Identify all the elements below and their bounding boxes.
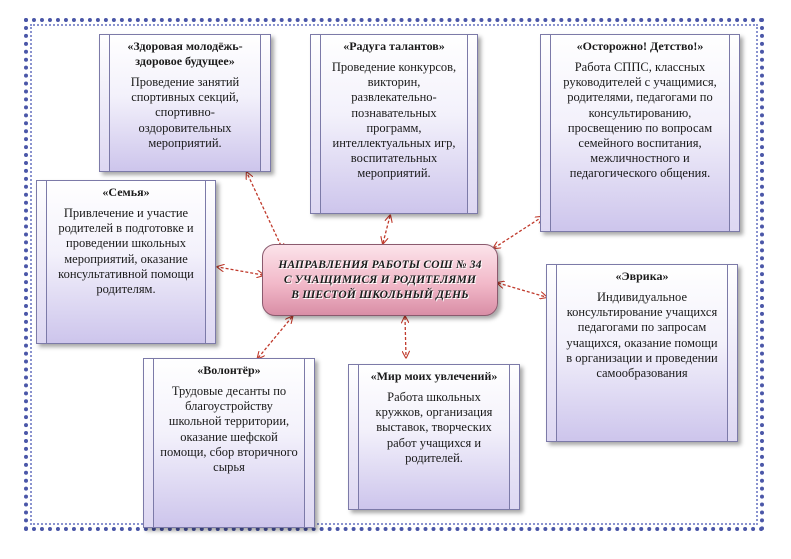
dotted-frame — [24, 18, 764, 531]
box-zdorovaya: «Здоровая молодёжь-здоровое будущее» Про… — [99, 34, 271, 172]
box-ostorozhno: «Осторожно! Детство!» Работа СППС, класс… — [540, 34, 740, 232]
box-mir: «Мир моих увлечений» Работа школьных кру… — [348, 364, 520, 510]
box-evrika: «Эврика» Индивидуальное консультирование… — [546, 264, 738, 442]
box-ostorozhno-title: «Осторожно! Детство!» — [576, 39, 704, 53]
box-raduga-title: «Радуга талантов» — [343, 39, 445, 53]
central-topic-line-3: в шестой школьный день — [291, 288, 469, 301]
box-semya-text: Привлечение и участие родителей в подгот… — [58, 206, 194, 297]
box-mir-text: Работа школьных кружков, организация выс… — [375, 390, 493, 465]
box-raduga: «Радуга талантов» Проведение конкурсов, … — [310, 34, 478, 214]
arrow-mir — [405, 317, 406, 357]
box-volonter-text: Трудовые десанты по благоустройству школ… — [160, 384, 298, 475]
central-topic-line-1: Направления работы СОШ № 34 — [278, 258, 482, 271]
box-evrika-text: Индивидуальное консультирование учащихся… — [566, 290, 718, 381]
arrow-raduga — [383, 216, 390, 243]
arrow-evrika — [498, 283, 546, 297]
arrow-ostorozhno — [494, 217, 542, 248]
arrow-volonter — [258, 317, 292, 358]
central-topic-line-2: с учащимися и родителями — [283, 273, 477, 286]
box-semya: «Семья» Привлечение и участие родителей … — [36, 180, 216, 344]
arrow-zdorovaya — [247, 173, 283, 250]
box-semya-title: «Семья» — [102, 185, 150, 199]
box-mir-title: «Мир моих увлечений» — [370, 369, 498, 383]
box-volonter: «Волонтёр» Трудовые десанты по благоустр… — [143, 358, 315, 528]
box-zdorovaya-text: Проведение занятий спортивных секций, сп… — [130, 75, 240, 150]
box-ostorozhno-text: Работа СППС, классных руководителей с уч… — [563, 60, 717, 181]
box-raduga-text: Проведение конкурсов, викторин, развлека… — [331, 60, 457, 181]
arrow-semya — [218, 267, 263, 275]
box-zdorovaya-title: «Здоровая молодёжь-здоровое будущее» — [127, 39, 243, 68]
box-volonter-title: «Волонтёр» — [197, 363, 261, 377]
dotted-frame-inner — [30, 24, 758, 525]
box-evrika-title: «Эврика» — [615, 269, 669, 283]
central-topic-box: Направления работы СОШ № 34 с учащимися … — [262, 244, 498, 316]
